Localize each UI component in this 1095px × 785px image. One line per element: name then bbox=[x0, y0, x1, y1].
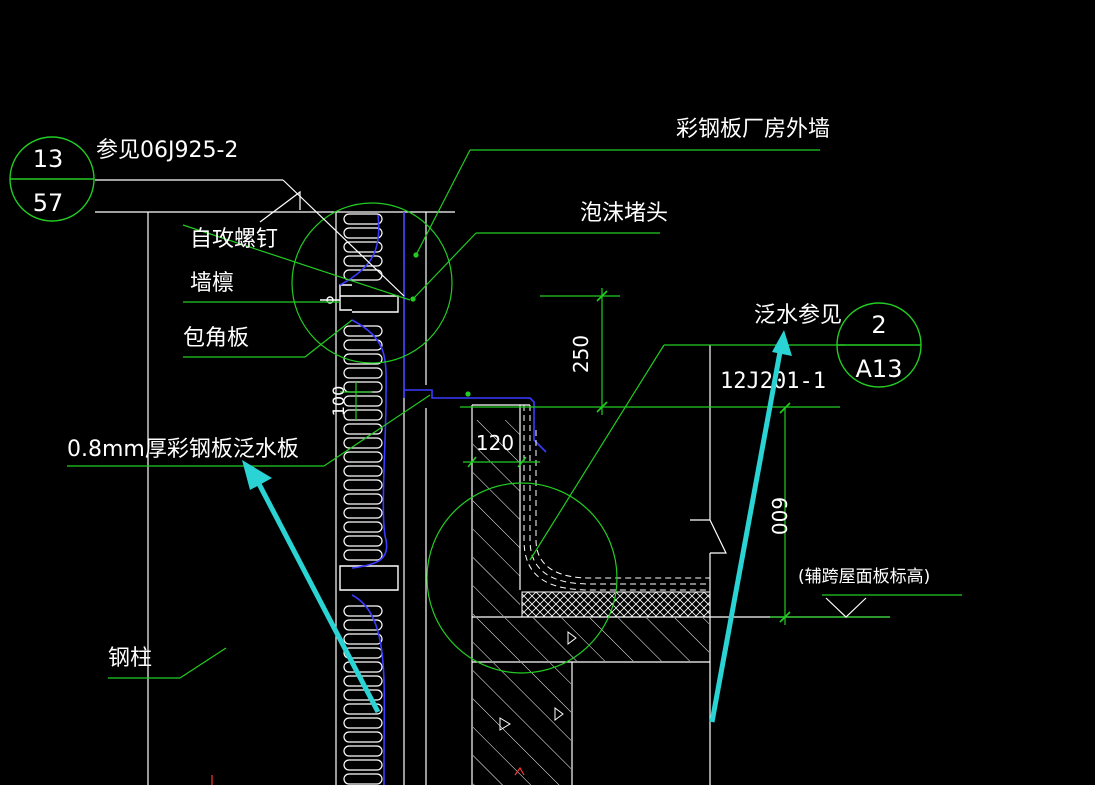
beam-hatch bbox=[473, 663, 571, 785]
label-screw: 自攻螺钉 bbox=[190, 227, 278, 252]
label-flashing-plate: 0.8mm厚彩钢板泛水板 bbox=[67, 437, 299, 462]
roof-membrane bbox=[523, 405, 710, 591]
bubble-leader bbox=[95, 179, 405, 297]
bubble-right-number: 2 bbox=[871, 311, 886, 339]
dim-120: 120 bbox=[476, 431, 514, 455]
label-wall: 彩钢板厂房外墙 bbox=[676, 117, 830, 142]
elevation-symbol bbox=[825, 597, 867, 618]
dim-100: 100 bbox=[329, 386, 348, 417]
leader-lines bbox=[67, 149, 962, 679]
dim-600: 600 bbox=[767, 497, 791, 535]
red-marks bbox=[211, 766, 525, 785]
slab-hatch bbox=[473, 618, 709, 661]
label-purlin: 墙檩 bbox=[190, 271, 234, 296]
bubble-left-number: 13 bbox=[33, 145, 64, 173]
bubble-left-sheet: 57 bbox=[33, 189, 64, 217]
dimension-ticks bbox=[467, 290, 791, 623]
label-steel-column: 钢柱 bbox=[108, 646, 152, 671]
label-ref-top: 参见06J925-2 bbox=[96, 138, 238, 163]
bubble-right-sheet: A13 bbox=[856, 355, 903, 383]
dim-250: 250 bbox=[569, 335, 593, 373]
annotation-arrow-right bbox=[709, 330, 792, 723]
label-roof-elevation: (辅跨屋面板标高) bbox=[798, 567, 930, 587]
detail-bubble-right[interactable]: 2 A13 bbox=[836, 302, 922, 388]
label-foam-plug: 泡沫堵头 bbox=[580, 201, 668, 226]
parapet-hatch bbox=[473, 420, 520, 616]
insulation-layer bbox=[521, 591, 711, 618]
steel-column bbox=[95, 211, 455, 785]
annotation-arrow-left bbox=[242, 460, 381, 714]
label-flashing-ref: 泛水参见 bbox=[754, 303, 842, 328]
label-corner-plate: 包角板 bbox=[183, 326, 249, 351]
concrete-marks bbox=[499, 631, 577, 731]
detail-bubble-left[interactable]: 13 57 bbox=[9, 136, 95, 222]
flashing-plate bbox=[339, 212, 547, 785]
wall-purlin bbox=[320, 284, 399, 591]
